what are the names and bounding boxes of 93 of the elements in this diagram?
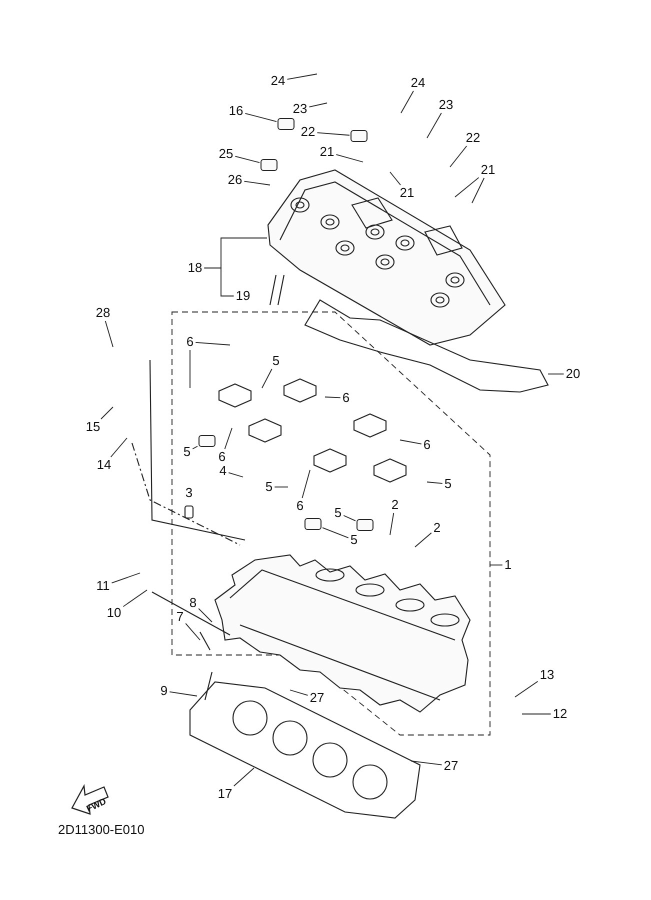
callout-number: 17 bbox=[216, 787, 234, 801]
callout-number: 23 bbox=[438, 98, 454, 112]
leader-line bbox=[290, 690, 308, 696]
callout-number: 3 bbox=[184, 486, 194, 500]
small-part bbox=[356, 519, 374, 531]
bracket-line bbox=[322, 527, 349, 538]
leader-line bbox=[514, 680, 538, 698]
leader-line bbox=[286, 74, 318, 80]
bracket-line bbox=[204, 268, 234, 296]
callout-number: 14 bbox=[96, 458, 112, 472]
callout-number: 5 bbox=[443, 477, 453, 491]
callout-number: 27 bbox=[308, 691, 326, 705]
callout-number: 21 bbox=[480, 163, 496, 177]
callout-number: 16 bbox=[228, 104, 244, 118]
callout-number: 6 bbox=[185, 335, 195, 349]
callout-number: 6 bbox=[295, 499, 305, 513]
leader-line bbox=[274, 486, 288, 488]
callout-number: 5 bbox=[349, 533, 359, 547]
callout-number: 5 bbox=[333, 506, 343, 520]
callout-number: 20 bbox=[564, 367, 582, 381]
leader-line bbox=[390, 172, 401, 186]
callout-number: 27 bbox=[442, 759, 460, 773]
small-part bbox=[350, 130, 368, 142]
callout-number: 11 bbox=[95, 579, 111, 593]
callout-number: 2 bbox=[432, 521, 442, 535]
callout-number: 6 bbox=[217, 450, 227, 464]
callout-number: 15 bbox=[84, 420, 102, 434]
leader-line bbox=[185, 623, 200, 640]
leader-line bbox=[410, 760, 442, 766]
leader-line bbox=[426, 112, 442, 138]
direction-label: FWD bbox=[84, 796, 108, 814]
callout-number: 1 bbox=[503, 558, 513, 572]
leader-line bbox=[111, 572, 140, 584]
leader-line bbox=[224, 428, 232, 450]
leader-line bbox=[426, 482, 443, 484]
bracket-line bbox=[343, 515, 356, 522]
callout-number: 22 bbox=[300, 125, 316, 139]
small-part bbox=[260, 159, 278, 171]
callout-number: 21 bbox=[318, 145, 336, 159]
callout-number: 23 bbox=[292, 102, 308, 116]
callout-number: 4 bbox=[218, 464, 228, 478]
leader-line bbox=[195, 342, 230, 346]
leader-line bbox=[308, 102, 328, 108]
small-part bbox=[278, 118, 294, 130]
leader-line bbox=[336, 154, 364, 162]
callout-number: 19 bbox=[234, 289, 252, 303]
leader-line bbox=[100, 406, 114, 420]
leader-line bbox=[169, 691, 198, 696]
leader-line bbox=[454, 177, 480, 198]
leader-line bbox=[302, 470, 310, 498]
leader-line bbox=[233, 768, 254, 786]
callout-number: 5 bbox=[264, 480, 274, 494]
callout-number: 5 bbox=[271, 354, 281, 368]
bracket-line bbox=[192, 446, 198, 450]
callout-number: 10 bbox=[106, 606, 122, 620]
leader-line bbox=[244, 180, 270, 186]
bracket-line bbox=[234, 156, 260, 164]
leader-line bbox=[490, 564, 503, 566]
small-part bbox=[198, 435, 216, 447]
callout-number: 24 bbox=[410, 76, 426, 90]
callout-number: 26 bbox=[226, 173, 244, 187]
leader-line bbox=[472, 178, 485, 204]
callout-number: 9 bbox=[159, 684, 169, 698]
callout-number: 8 bbox=[188, 596, 198, 610]
callout-number: 24 bbox=[270, 74, 286, 88]
bracket-line bbox=[316, 132, 350, 136]
callout-number: 12 bbox=[552, 707, 568, 721]
leader-line bbox=[198, 608, 212, 622]
leader-line bbox=[228, 472, 244, 478]
callout-number: 5 bbox=[182, 445, 192, 459]
callout-number: 6 bbox=[422, 438, 432, 452]
diagram-code: 2D11300-E010 bbox=[58, 822, 144, 837]
leader-line bbox=[400, 90, 414, 114]
callout-number: 28 bbox=[94, 306, 112, 320]
leader-line bbox=[110, 438, 128, 458]
leader-line bbox=[122, 590, 148, 608]
leader-line bbox=[414, 532, 432, 548]
callout-number: 25 bbox=[218, 147, 234, 161]
leader-line bbox=[262, 368, 272, 388]
leader-line bbox=[324, 396, 341, 398]
callout-number: 13 bbox=[538, 668, 556, 682]
callout-number: 21 bbox=[398, 186, 416, 200]
callout-number: 22 bbox=[464, 131, 482, 145]
leader-line bbox=[400, 440, 422, 444]
callout-number: 6 bbox=[341, 391, 351, 405]
callout-number: 18 bbox=[186, 261, 204, 275]
small-part bbox=[304, 518, 322, 530]
callout-number: 7 bbox=[175, 610, 185, 624]
leader-line bbox=[104, 320, 114, 348]
bracket-line bbox=[244, 112, 277, 122]
leader-line bbox=[390, 512, 394, 536]
leader-line bbox=[450, 146, 468, 168]
callout-number: 2 bbox=[390, 498, 400, 512]
